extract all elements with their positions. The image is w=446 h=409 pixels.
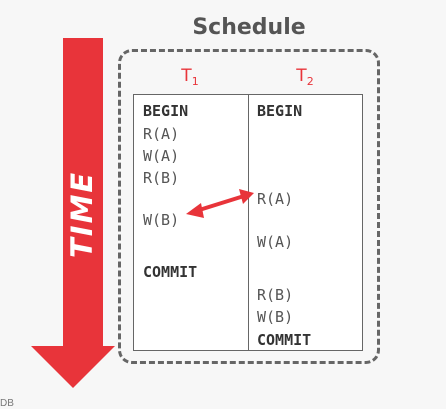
footer-text: DB <box>0 398 14 409</box>
t2-op-read-a: R(A) <box>257 190 294 208</box>
t2-op-write-b: W(B) <box>257 308 294 326</box>
schedule-box <box>118 49 380 364</box>
t1-op-write-a: W(A) <box>143 147 180 165</box>
t2-op-commit: COMMIT <box>257 331 312 349</box>
t1-op-write-b: W(B) <box>143 211 180 229</box>
t1-op-read-a: R(A) <box>143 125 180 143</box>
t1-op-begin: BEGIN <box>143 102 189 120</box>
column-divider <box>248 95 249 350</box>
t2-op-write-a: W(A) <box>257 233 294 251</box>
t2-header: T2 <box>296 66 314 88</box>
t1-header: T1 <box>181 66 199 88</box>
time-label: TIME <box>65 170 99 258</box>
t1-op-commit: COMMIT <box>143 263 198 281</box>
t1-op-read-b: R(B) <box>143 169 180 187</box>
schedule-title: Schedule <box>192 15 306 40</box>
t2-op-read-b: R(B) <box>257 286 294 304</box>
t2-op-begin: BEGIN <box>257 102 303 120</box>
